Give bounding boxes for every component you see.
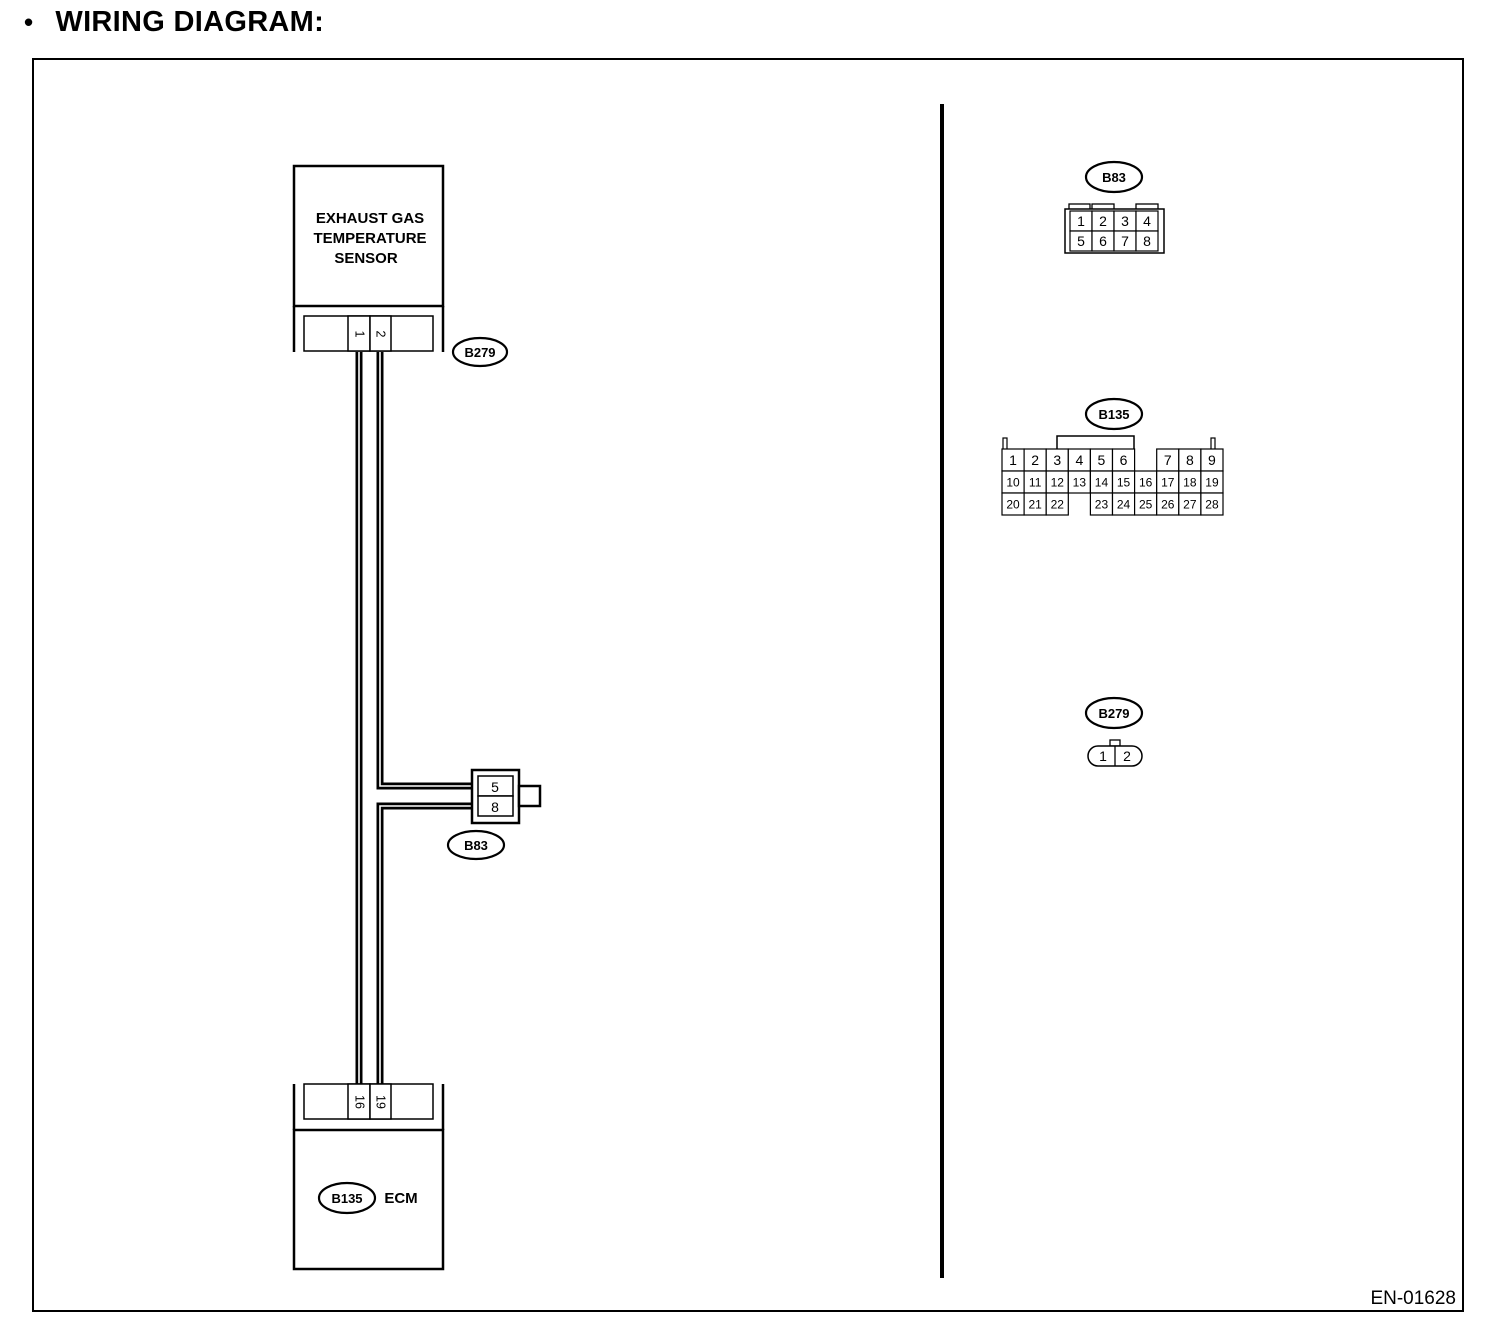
legend-b279-pin-2: 2: [1123, 748, 1131, 764]
legend-b135-pin-16: 16: [1139, 475, 1153, 489]
svg-text:B135: B135: [331, 1191, 362, 1206]
ecm-label: ECM: [384, 1190, 417, 1207]
sensor-label-line-1: EXHAUST GAS: [316, 210, 424, 227]
legend-b135-pin-4: 4: [1075, 452, 1083, 468]
legend-b135-pin-3: 3: [1053, 452, 1061, 468]
legend-b135-label: B135: [1098, 407, 1129, 422]
legend-b279-pin-1: 1: [1099, 748, 1107, 764]
legend-b83-pin-2: 2: [1099, 213, 1107, 229]
wire-harness: [355, 352, 478, 1084]
page-title: WIRING DIAGRAM:: [55, 5, 325, 38]
legend-b135-pin-12: 12: [1051, 475, 1065, 489]
svg-text:B279: B279: [464, 345, 495, 360]
legend-b83-label: B83: [1102, 170, 1126, 185]
legend-b83-pin-5: 5: [1077, 233, 1085, 249]
legend-b83-pin-8: 8: [1143, 233, 1151, 249]
ecm-pin-19-label: 19: [374, 1095, 388, 1109]
legend-b135-pin-10: 10: [1006, 475, 1020, 489]
sensor-pin-1-label: 1: [353, 331, 367, 338]
ecm-pin-16-label: 16: [353, 1095, 367, 1109]
legend-b135-pin-9: 9: [1208, 452, 1216, 468]
legend-b135-pin-28: 28: [1205, 497, 1219, 511]
legend-b83-pin-1: 1: [1077, 213, 1085, 229]
legend-b135-pin-1: 1: [1009, 452, 1017, 468]
b83-junction-connector: 5 8: [470, 768, 542, 825]
legend-b135-pin-14: 14: [1095, 475, 1109, 489]
legend-b135-pin-26: 26: [1161, 497, 1175, 511]
legend-b135-pin-15: 15: [1117, 475, 1131, 489]
legend-b279: B279 1 2: [1084, 696, 1144, 767]
sensor-label-line-2: TEMPERATURE: [313, 230, 426, 247]
diagram-frame: [32, 58, 1464, 1312]
sensor-pin-2-label: 2: [374, 331, 388, 338]
b135-connector-tag: [317, 1181, 377, 1215]
legend-b135-pin-20: 20: [1006, 497, 1020, 511]
legend-b83-pin-7: 7: [1121, 233, 1129, 249]
legend-b135-pin-17: 17: [1161, 475, 1175, 489]
legend-b135-pin-22-cell: [1045, 492, 1069, 516]
legend-b83-pin-4: 4: [1143, 213, 1151, 229]
legend-b83-pin-6: 6: [1099, 233, 1107, 249]
wire-pin2-to-b83-5: [376, 352, 478, 790]
ecm-pin-19: [369, 1083, 392, 1120]
legend-b279-label: B279: [1098, 706, 1129, 721]
b83-connector-tag: B83: [446, 829, 506, 861]
sensor-pin-2: [369, 315, 392, 352]
legend-b135-pin-23: 23: [1095, 497, 1109, 511]
legend-b83-pin-3: 3: [1121, 213, 1129, 229]
exhaust-gas-temperature-sensor: EXHAUST GAS TEMPERATURE SENSOR 1 2: [292, 164, 445, 352]
svg-text:B83: B83: [464, 838, 488, 853]
legend-b135-pin-28-cell: [1200, 492, 1224, 516]
b83-pin-8-label: 8: [491, 799, 499, 815]
ecm-unit: 16 19 B135 ECM: [292, 1083, 445, 1271]
legend-b135-pin-11: 11: [1029, 475, 1042, 489]
legend-b135-pin-21: 21: [1028, 497, 1042, 511]
sensor-label-line-3: SENSOR: [334, 250, 398, 267]
legend-b135-pin-8: 8: [1186, 452, 1194, 468]
legend-b83-pin-8-cell: [1135, 230, 1159, 252]
figure-code: EN-01628: [1370, 1288, 1456, 1309]
legend-b135-pin-18: 18: [1183, 475, 1197, 489]
legend-b135-pin-24: 24: [1117, 497, 1131, 511]
legend-b135-pin-2: 2: [1031, 452, 1039, 468]
bullet: •: [24, 6, 34, 37]
legend-b135-pin-22: 22: [1051, 497, 1065, 511]
legend-b135-pin-7: 7: [1164, 452, 1172, 468]
b83-pin-5-label: 5: [491, 779, 499, 795]
legend-b135-pin-5: 5: [1098, 452, 1106, 468]
legend-b135-pin-13: 13: [1073, 475, 1087, 489]
legend-b135-pin-25: 25: [1139, 497, 1153, 511]
legend-b135-pin-27: 27: [1183, 497, 1197, 511]
legend-b135-pin-6: 6: [1120, 452, 1128, 468]
b83-pin-8: [477, 795, 514, 817]
diagram-heading: • WIRING DIAGRAM:: [24, 2, 324, 42]
legend-b135-pin-19: 19: [1205, 475, 1219, 489]
b279-connector-tag: B279: [451, 336, 509, 368]
